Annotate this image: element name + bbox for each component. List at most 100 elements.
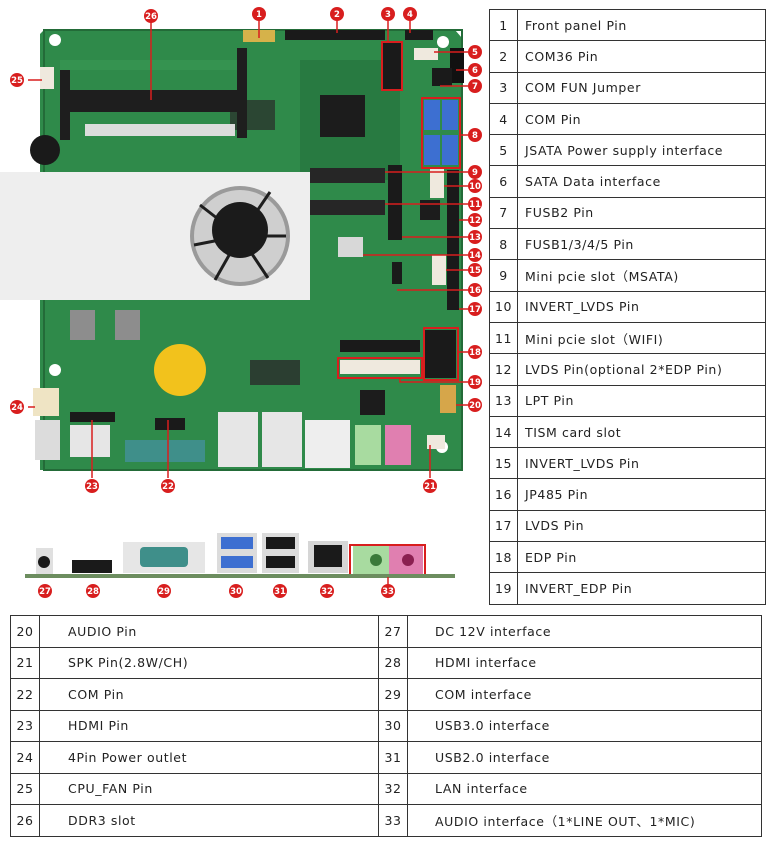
marker-33: 33 bbox=[381, 584, 395, 598]
legend-label: USB3.0 interface bbox=[407, 709, 762, 742]
speaker-connector bbox=[427, 435, 445, 449]
marker-8: 8 bbox=[468, 128, 482, 142]
svg-text:11: 11 bbox=[469, 200, 481, 210]
legend-label: Mini pcie slot（MSATA) bbox=[517, 259, 766, 292]
mini-pcie-msata bbox=[310, 168, 385, 183]
marker-12: 12 bbox=[468, 213, 482, 227]
svg-text:13: 13 bbox=[469, 233, 481, 243]
marker-27: 27 bbox=[38, 584, 52, 598]
marker-19: 19 bbox=[468, 375, 482, 389]
svg-text:29: 29 bbox=[158, 587, 170, 597]
rear-panel-view bbox=[25, 533, 455, 578]
svg-text:7: 7 bbox=[472, 82, 478, 92]
legend-num: 11 bbox=[489, 321, 518, 355]
svg-text:26: 26 bbox=[145, 12, 157, 22]
marker-5: 5 bbox=[468, 45, 482, 59]
4pin-power-connector bbox=[33, 388, 59, 416]
svg-text:30: 30 bbox=[230, 587, 242, 597]
svg-text:8: 8 bbox=[472, 131, 478, 141]
legend-label: INVERT_LVDS Pin bbox=[517, 447, 766, 480]
legend-label: LVDS Pin(optional 2*EDP Pin) bbox=[517, 353, 766, 386]
legend-label: CPU_FAN Pin bbox=[39, 772, 379, 805]
marker-16: 16 bbox=[468, 283, 482, 297]
audio-header bbox=[440, 385, 456, 413]
dc-jack-top bbox=[35, 420, 60, 460]
legend-num: 4 bbox=[489, 102, 518, 136]
jp485-header bbox=[392, 262, 402, 284]
legend-label: SATA Data interface bbox=[517, 165, 766, 198]
legend-label: FUSB2 Pin bbox=[517, 196, 766, 230]
legend-label: COM36 Pin bbox=[517, 40, 766, 73]
legend-num: 7 bbox=[489, 196, 518, 230]
invert-lvds-connector-a bbox=[430, 168, 444, 198]
ddr3-slot bbox=[60, 48, 247, 140]
legend-label: COM Pin bbox=[39, 678, 379, 711]
legend-label: AUDIO interface（1*LINE OUT、1*MIC) bbox=[407, 804, 762, 837]
legend-label: DC 12V interface bbox=[407, 615, 762, 648]
com-jumper bbox=[383, 43, 403, 89]
marker-24: 24 bbox=[10, 400, 24, 414]
legend-label: LPT Pin bbox=[517, 384, 766, 417]
marker-28: 28 bbox=[86, 584, 100, 598]
callout-markers: 1 2 3 4 5 6 7 8 9 10 11 12 13 14 15 16 1… bbox=[10, 7, 482, 598]
legend-label: 4Pin Power outlet bbox=[39, 741, 379, 774]
legend-label: LVDS Pin bbox=[517, 509, 766, 543]
marker-13: 13 bbox=[468, 230, 482, 244]
line-out-jack bbox=[355, 425, 381, 465]
svg-text:2: 2 bbox=[334, 10, 340, 20]
legend-num: 27 bbox=[378, 615, 408, 648]
legend-label: EDP Pin bbox=[517, 541, 766, 574]
marker-29: 29 bbox=[157, 584, 171, 598]
legend-num: 16 bbox=[489, 478, 518, 511]
svg-text:23: 23 bbox=[86, 482, 98, 492]
svg-text:16: 16 bbox=[469, 286, 481, 296]
legend-label: Front panel Pin bbox=[517, 8, 766, 42]
legend-num: 31 bbox=[378, 741, 408, 774]
legend-num: 8 bbox=[489, 228, 518, 261]
marker-20: 20 bbox=[468, 398, 482, 412]
marker-10: 10 bbox=[468, 179, 482, 193]
svg-text:12: 12 bbox=[469, 216, 481, 226]
lvds-header bbox=[447, 170, 459, 310]
legend-num: 1 bbox=[489, 8, 518, 42]
marker-32: 32 bbox=[320, 584, 334, 598]
svg-text:19: 19 bbox=[469, 378, 481, 388]
marker-14: 14 bbox=[468, 248, 482, 262]
legend-label: AUDIO Pin bbox=[39, 615, 379, 648]
mini-pcie-wifi bbox=[310, 200, 385, 215]
legend-num: 19 bbox=[489, 572, 518, 605]
mounting-holes bbox=[49, 34, 449, 453]
legend-label: TISM card slot bbox=[517, 415, 766, 449]
callout-lines bbox=[28, 17, 468, 585]
com-header-22 bbox=[155, 418, 185, 430]
edp-header bbox=[424, 330, 456, 378]
marker-31: 31 bbox=[273, 584, 287, 598]
svg-text:9: 9 bbox=[472, 168, 478, 178]
legend-num: 24 bbox=[10, 741, 40, 774]
marker-17: 17 bbox=[468, 302, 482, 316]
legend-num: 28 bbox=[378, 646, 408, 679]
legend-num: 21 bbox=[10, 646, 40, 679]
legend-num: 12 bbox=[489, 353, 518, 386]
mic-jack bbox=[385, 425, 411, 465]
legend-num: 22 bbox=[10, 678, 40, 711]
cpu-fan-connector bbox=[40, 67, 54, 89]
marker-30: 30 bbox=[229, 584, 243, 598]
legend-num: 18 bbox=[489, 541, 518, 574]
